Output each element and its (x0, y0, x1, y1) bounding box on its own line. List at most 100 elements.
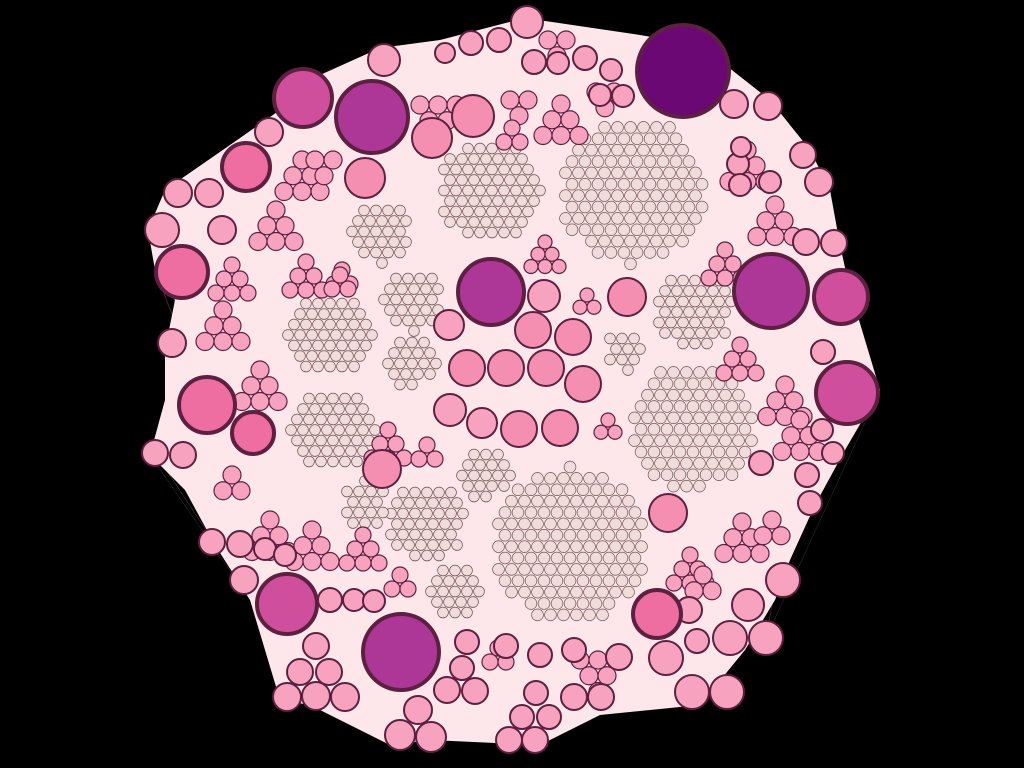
node-medium[interactable] (758, 170, 782, 194)
node-medium[interactable] (728, 173, 752, 197)
node-small[interactable] (250, 360, 270, 380)
node-medium[interactable] (753, 91, 783, 121)
node-medium[interactable] (521, 726, 549, 754)
node-medium[interactable] (789, 141, 817, 169)
node-small[interactable] (292, 181, 312, 202)
node-medium[interactable] (157, 328, 187, 358)
node-small[interactable] (753, 526, 773, 546)
node-small[interactable] (681, 546, 699, 564)
node-small[interactable] (297, 281, 315, 299)
node-small[interactable] (259, 376, 279, 396)
node-small[interactable] (533, 125, 553, 146)
node-medium[interactable] (367, 43, 401, 77)
node-medium[interactable] (821, 441, 845, 465)
node-small[interactable] (274, 181, 294, 202)
node-medium[interactable] (330, 682, 360, 712)
node-medium[interactable] (560, 683, 588, 711)
node-small[interactable] (600, 412, 616, 428)
node-small[interactable] (339, 280, 357, 298)
node-small[interactable] (607, 424, 623, 440)
node-small[interactable] (223, 256, 241, 274)
node-medium[interactable] (433, 676, 461, 704)
node-small[interactable] (774, 211, 794, 231)
node-medium[interactable] (344, 157, 386, 199)
node-medium[interactable] (572, 45, 598, 71)
node-medium[interactable] (792, 228, 820, 256)
node-small[interactable] (399, 580, 417, 598)
node-small[interactable] (379, 421, 397, 439)
node-small[interactable] (311, 536, 331, 556)
node-small[interactable] (383, 580, 401, 598)
node-small[interactable] (784, 391, 804, 411)
node-medium[interactable] (820, 229, 848, 257)
node-medium[interactable] (226, 530, 254, 558)
node-small[interactable] (213, 300, 233, 320)
node-small[interactable] (775, 375, 795, 395)
node-small[interactable] (314, 166, 334, 186)
node-small[interactable] (715, 364, 733, 382)
node-medium[interactable] (587, 683, 615, 711)
node-medium[interactable] (810, 418, 834, 442)
node-medium[interactable] (554, 318, 592, 356)
node-small[interactable] (305, 267, 323, 285)
node-medium[interactable] (731, 588, 765, 622)
node-small[interactable] (714, 543, 734, 564)
node-small[interactable] (560, 110, 580, 130)
node-small[interactable] (579, 666, 599, 686)
node-medium[interactable] (449, 655, 475, 681)
node-small[interactable] (593, 424, 609, 440)
node-medium[interactable] (448, 349, 486, 387)
node-medium[interactable] (748, 450, 774, 476)
node-medium[interactable] (523, 680, 549, 706)
node-small[interactable] (772, 441, 792, 462)
node-medium[interactable] (605, 643, 633, 671)
node-medium[interactable] (493, 633, 519, 659)
node-small[interactable] (537, 234, 553, 250)
node-small[interactable] (241, 376, 261, 396)
node-small[interactable] (354, 554, 372, 572)
node-medium[interactable] (207, 215, 237, 245)
node-medium[interactable] (500, 410, 538, 448)
hub-node-h6[interactable] (812, 268, 870, 326)
node-medium[interactable] (342, 588, 366, 612)
node-small[interactable] (572, 299, 588, 315)
node-medium[interactable] (527, 279, 561, 313)
node-small[interactable] (297, 253, 315, 271)
node-small[interactable] (700, 269, 718, 287)
node-small[interactable] (250, 391, 270, 412)
node-small[interactable] (260, 510, 280, 530)
node-small[interactable] (747, 364, 765, 382)
node-medium[interactable] (302, 632, 330, 660)
node-small[interactable] (732, 543, 752, 564)
node-small[interactable] (289, 267, 307, 285)
node-medium[interactable] (514, 311, 552, 349)
node-medium[interactable] (719, 89, 749, 119)
node-medium[interactable] (434, 42, 456, 64)
node-medium[interactable] (411, 117, 453, 159)
node-small[interactable] (723, 528, 743, 548)
node-medium[interactable] (254, 117, 284, 147)
node-small[interactable] (257, 216, 277, 236)
node-small[interactable] (708, 255, 726, 273)
hub-node-h10[interactable] (177, 375, 237, 435)
node-medium[interactable] (611, 84, 635, 108)
node-medium[interactable] (674, 674, 710, 710)
hub-node-h11[interactable] (154, 244, 210, 300)
node-small[interactable] (481, 653, 499, 671)
hub-node-h7[interactable] (814, 360, 880, 426)
node-medium[interactable] (315, 658, 343, 686)
node-medium[interactable] (648, 493, 688, 533)
node-small[interactable] (213, 331, 233, 352)
node-medium[interactable] (521, 49, 547, 75)
node-medium[interactable] (169, 441, 197, 469)
node-small[interactable] (716, 241, 734, 259)
node-medium[interactable] (163, 178, 193, 208)
hub-node-h5[interactable] (456, 257, 526, 327)
node-small[interactable] (732, 512, 752, 532)
node-small[interactable] (538, 30, 558, 50)
node-small[interactable] (302, 520, 322, 540)
node-small[interactable] (283, 166, 303, 186)
node-small[interactable] (518, 90, 538, 110)
node-medium[interactable] (194, 178, 224, 208)
node-small[interactable] (724, 255, 742, 273)
